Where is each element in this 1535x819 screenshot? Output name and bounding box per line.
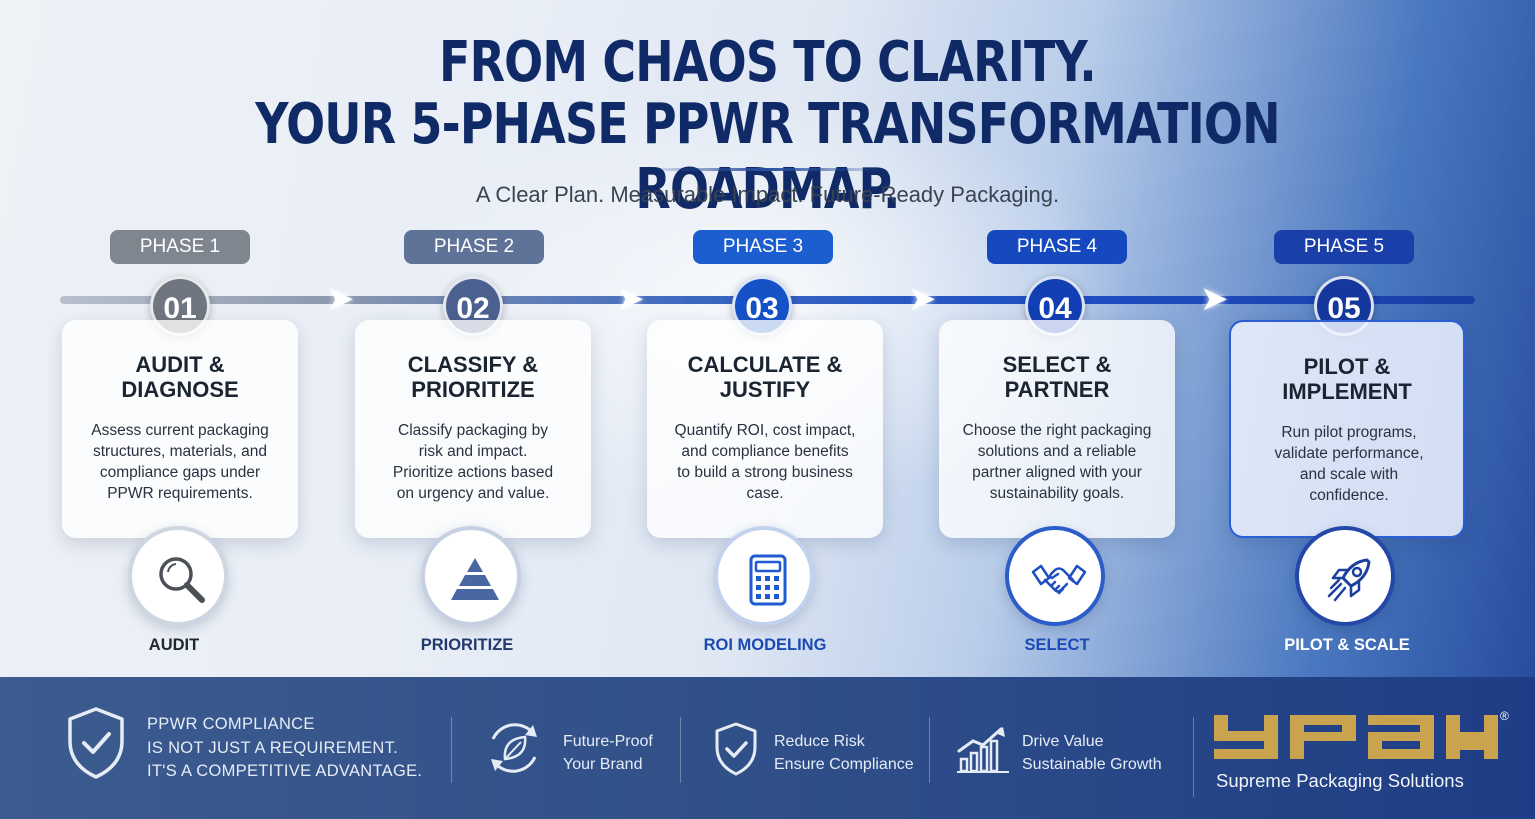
track-arrow-icon: ➤ [616,280,645,318]
phase-5-desc-line: and scale with [1299,466,1399,483]
phase-4-pill: PHASE 4 [987,230,1127,264]
phase-5-title-line1: PILOT & [1303,354,1391,379]
phase-1-title: AUDIT & DIAGNOSE [62,352,298,402]
registered-mark: ® [1500,709,1509,723]
phase-2-title-line2: PRIORITIZE [411,377,535,402]
benefit-reduce-risk: Reduce Risk Ensure Compliance [774,730,914,776]
benefit-future-proof: Future-Proof Your Brand [563,730,653,776]
footer-divider [929,717,930,783]
footer-bar: PPWR COMPLIANCE IS NOT JUST A REQUIREMEN… [0,677,1535,819]
page-subtitle: A Clear Plan. Measurable Impact. Future-… [475,182,1060,207]
phase-5-desc-line: confidence. [1309,487,1389,504]
phase-1-icon-label: AUDIT [148,636,200,654]
phase-5-card: PILOT & IMPLEMENT Run pilot programs, va… [1229,320,1465,538]
phase-1-desc-line: Assess current packaging [91,422,269,439]
phase-3-desc-line: and compliance benefits [681,443,849,460]
track-arrow-icon: ➤ [326,280,355,318]
phase-5-description: Run pilot programs, validate performance… [1249,422,1449,506]
phase-3-card: CALCULATE & JUSTIFY Quantify ROI, cost i… [647,320,883,538]
phase-2-card: CLASSIFY & PRIORITIZE Classify packaging… [355,320,591,538]
recycle-leaf-icon [481,715,547,786]
phase-2-desc-line: on urgency and value. [396,485,550,502]
phase-4-card: SELECT & PARTNER Choose the right packag… [939,320,1175,538]
title-divider [655,168,881,171]
magnifier-icon [128,526,228,626]
phase-4-desc-line: solutions and a reliable [977,443,1137,460]
benefit-line: Drive Value [1022,733,1104,750]
footer-divider [680,717,681,783]
phase-2-title: CLASSIFY & PRIORITIZE [355,352,591,402]
phase-2-pill: PHASE 2 [404,230,544,264]
phase-2-desc-line: risk and impact. [418,443,528,460]
phase-1-title-line1: AUDIT & [135,352,225,377]
benefit-line: Reduce Risk [774,733,865,750]
footer-divider [1193,717,1194,797]
track-arrow-icon: ➤ [908,280,937,318]
page-title-line2: YOUR 5-PHASE PPWR TRANSFORMATION ROADMAP… [255,92,1280,222]
phase-4-title-line1: SELECT & [1002,352,1112,377]
phase-1-card: AUDIT & DIAGNOSE Assess current packagin… [62,320,298,538]
phase-1-desc-line: compliance gaps under [99,464,261,481]
phase-3-desc-line: to build a strong business [677,464,853,481]
page-title-line1: FROM CHAOS TO CLARITY. [439,30,1097,95]
phase-2-description: Classify packaging by risk and impact. P… [373,420,573,504]
phase-2-icon-label: PRIORITIZE [420,636,514,654]
phase-5-desc-line: validate performance, [1274,445,1424,462]
phase-5-icon-label: PILOT & SCALE [1284,636,1410,654]
phase-3-pill: PHASE 3 [693,230,833,264]
phase-2-desc-line: Classify packaging by [398,422,548,439]
phase-3-desc-line: Quantify ROI, cost impact, [674,422,856,439]
phase-5-title: PILOT & IMPLEMENT [1231,354,1463,404]
rocket-icon [1295,526,1395,626]
phase-5-pill: PHASE 5 [1274,230,1414,264]
handshake-icon [1005,526,1105,626]
benefit-line: Your Brand [563,756,643,773]
growth-chart-icon [957,725,1009,778]
phase-1-desc-line: PPWR requirements. [107,485,253,502]
statement-line: PPWR COMPLIANCE [147,715,315,733]
footer-divider [451,717,452,783]
phase-1-desc-line: structures, materials, and [92,443,267,460]
phase-5-desc-line: Run pilot programs, [1281,424,1417,441]
phase-1-description: Assess current packaging structures, mat… [80,420,280,504]
phase-3-desc-line: case. [746,485,784,502]
phase-1-title-line2: DIAGNOSE [121,377,239,402]
phase-3-description: Quantify ROI, cost impact, and complianc… [665,420,865,504]
phase-3-title-line1: CALCULATE & [687,352,843,377]
phase-4-icon-label: SELECT [1024,636,1090,654]
phase-5-title-line2: IMPLEMENT [1282,379,1412,404]
benefit-drive-value: Drive Value Sustainable Growth [1022,730,1162,776]
phase-2-desc-line: Prioritize actions based [392,464,554,481]
phase-3-title: CALCULATE & JUSTIFY [647,352,883,402]
phase-2-title-line1: CLASSIFY & [407,352,539,377]
phase-4-title-line2: PARTNER [1004,377,1110,402]
shield-check-icon [713,721,759,782]
benefit-line: Future-Proof [563,733,653,750]
phase-3-icon-label: ROI MODELING [703,636,827,654]
statement-line: IT'S A COMPETITIVE ADVANTAGE. [147,762,423,780]
phase-1-pill: PHASE 1 [110,230,250,264]
statement-line: IS NOT JUST A REQUIREMENT. [147,738,399,757]
shield-check-icon [64,705,128,786]
phase-4-desc-line: Choose the right packaging [962,422,1152,439]
calculator-icon [714,526,814,626]
phase-4-description: Choose the right packaging solutions and… [957,420,1157,504]
benefit-line: Ensure Compliance [774,756,914,773]
phase-4-desc-line: partner aligned with your [972,464,1142,481]
phase-4-desc-line: sustainability goals. [989,485,1125,502]
brand-tagline: Supreme Packaging Solutions [1216,770,1464,791]
brand-logo: ® [1214,709,1514,759]
phase-3-title-line2: JUSTIFY [719,377,811,402]
compliance-statement: PPWR COMPLIANCE IS NOT JUST A REQUIREMEN… [147,713,422,784]
phase-4-title: SELECT & PARTNER [939,352,1175,402]
pyramid-icon [421,526,521,626]
benefit-line: Sustainable Growth [1022,756,1162,773]
track-arrow-icon: ➤ [1200,280,1229,318]
